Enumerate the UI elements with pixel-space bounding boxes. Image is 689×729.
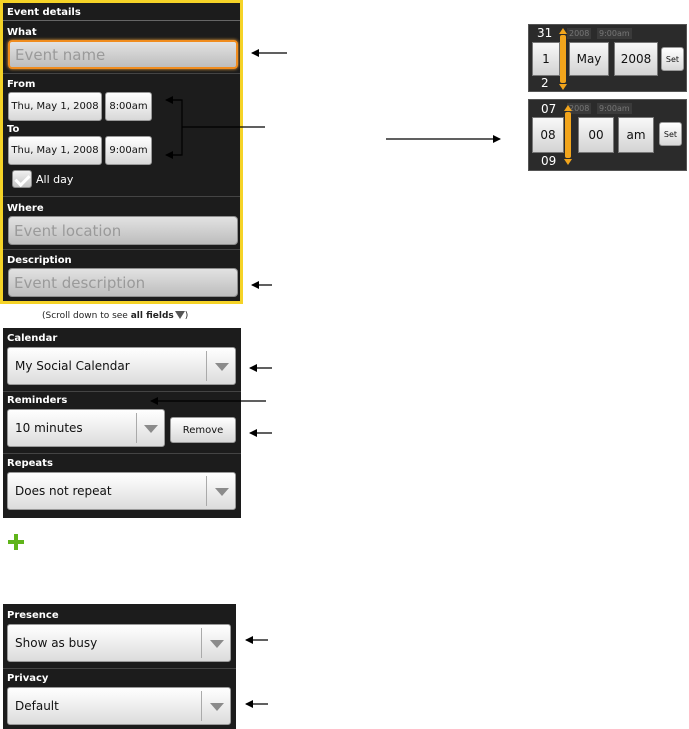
remove-reminder-button[interactable]: Remove xyxy=(170,417,236,443)
divider xyxy=(3,668,236,669)
to-label: To xyxy=(7,124,20,135)
ampm-wheel[interactable]: am xyxy=(618,117,654,153)
date-set-button[interactable]: Set xyxy=(661,47,684,71)
scroll-hint: (Scroll down to see all fields) xyxy=(42,311,188,321)
prev-hour: 07 xyxy=(541,102,557,116)
triangle-up-icon xyxy=(564,105,572,111)
repeats-value: Does not repeat xyxy=(15,484,112,498)
divider xyxy=(3,73,240,74)
privacy-label: Privacy xyxy=(7,673,49,684)
presence-select[interactable]: Show as busy xyxy=(7,624,231,662)
event-description-input[interactable]: Event description xyxy=(8,268,238,297)
from-time-button[interactable]: 8:00am xyxy=(105,92,152,121)
ghost-time: 9:00am xyxy=(597,103,632,114)
next-day: 2 xyxy=(541,76,549,90)
spinner-separator xyxy=(136,413,137,443)
all-day-label: All day xyxy=(36,173,74,186)
spinner-separator xyxy=(206,476,207,506)
divider xyxy=(3,391,241,392)
presence-value: Show as busy xyxy=(15,636,98,650)
year-wheel[interactable]: 2008 xyxy=(614,42,658,76)
triangle-down-icon xyxy=(564,159,572,165)
day-wheel[interactable]: 1 xyxy=(532,42,560,76)
hour-wheel[interactable]: 08 xyxy=(532,117,564,153)
chevron-down-icon xyxy=(215,488,229,496)
calendar-label: Calendar xyxy=(7,333,58,344)
scroll-down-icon xyxy=(174,311,185,319)
chevron-down-icon xyxy=(215,363,229,371)
chevron-down-icon xyxy=(210,640,224,648)
to-time-button[interactable]: 9:00am xyxy=(105,136,152,165)
event-name-input[interactable]: Event name xyxy=(8,40,238,69)
from-to-bracket xyxy=(167,99,183,156)
options-panel: Calendar My Social Calendar Reminders 10… xyxy=(3,328,241,518)
what-label: What xyxy=(7,27,37,38)
triangle-down-icon xyxy=(559,84,567,90)
to-date-button[interactable]: Thu, May 1, 2008 xyxy=(8,136,102,165)
time-picker-dialog: 2008 9:00am 07 08 09 00 am Set xyxy=(528,99,687,171)
time-set-button[interactable]: Set xyxy=(659,122,682,146)
presence-privacy-panel: Presence Show as busy Privacy Default xyxy=(3,604,236,729)
repeats-select[interactable]: Does not repeat xyxy=(7,472,236,510)
spinner-separator xyxy=(206,351,207,381)
month-wheel[interactable]: May xyxy=(569,42,609,76)
chevron-down-icon xyxy=(144,425,158,433)
spinner-separator xyxy=(201,628,202,658)
event-details-header: Event details xyxy=(7,7,81,18)
event-details-panel: Event details What Event name From Thu, … xyxy=(0,0,243,304)
description-label: Description xyxy=(7,255,72,266)
spinner-separator xyxy=(201,691,202,721)
divider xyxy=(3,249,240,250)
ghost-time: 9:00am xyxy=(597,28,632,39)
ghost-year: 2008 xyxy=(567,28,592,39)
plus-icon[interactable] xyxy=(7,533,24,550)
chevron-down-icon xyxy=(210,703,224,711)
reminders-select[interactable]: 10 minutes xyxy=(7,409,165,447)
minute-wheel[interactable]: 00 xyxy=(578,117,614,153)
next-hour: 09 xyxy=(541,154,557,168)
from-date-button[interactable]: Thu, May 1, 2008 xyxy=(8,92,102,121)
reminders-label: Reminders xyxy=(7,395,68,406)
calendar-select[interactable]: My Social Calendar xyxy=(7,347,236,385)
header-divider xyxy=(3,20,240,21)
where-label: Where xyxy=(7,203,44,214)
date-picker-dialog: 2008 9:00am 31 1 2 May 2008 Set xyxy=(528,24,687,92)
repeats-label: Repeats xyxy=(7,458,53,469)
reminders-value: 10 minutes xyxy=(15,421,83,435)
scroll-hint-prefix: (Scroll down to see xyxy=(42,311,131,321)
presence-label: Presence xyxy=(7,610,59,621)
prev-day: 31 xyxy=(537,26,553,40)
event-location-input[interactable]: Event location xyxy=(8,216,238,245)
plus-icon-bar xyxy=(8,540,24,544)
triangle-up-icon xyxy=(559,28,567,34)
all-day-checkbox[interactable] xyxy=(12,170,32,188)
divider xyxy=(3,453,241,454)
calendar-value: My Social Calendar xyxy=(15,359,130,373)
day-wheel-handle[interactable] xyxy=(560,35,566,83)
privacy-select[interactable]: Default xyxy=(7,687,231,725)
from-label: From xyxy=(7,79,36,90)
privacy-value: Default xyxy=(15,699,59,713)
ghost-year: 2008 xyxy=(567,103,592,114)
hour-wheel-handle[interactable] xyxy=(565,112,571,158)
scroll-hint-suffix: ) xyxy=(184,311,189,321)
divider xyxy=(3,196,240,197)
scroll-hint-bold: all fields xyxy=(130,311,174,321)
